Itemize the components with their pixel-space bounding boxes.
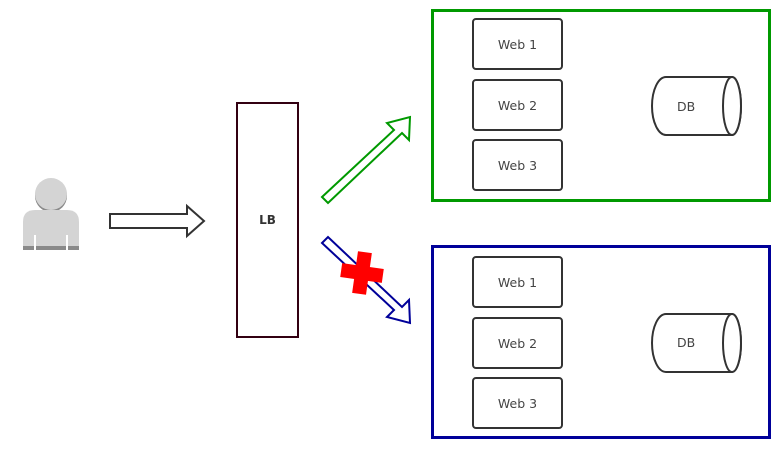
blue-database-label: DB — [677, 335, 696, 350]
blocked-cross-icon — [340, 251, 384, 295]
server-label: Web 3 — [497, 157, 538, 173]
arrow-user-to-lb — [109, 203, 206, 239]
blue-web-server-2: Web 2 — [472, 317, 563, 369]
green-web-server-1: Web 1 — [472, 18, 563, 70]
server-label: Web 2 — [497, 335, 538, 351]
blue-web-server-3: Web 3 — [472, 377, 563, 429]
load-balancer-label: LB — [259, 213, 276, 227]
blue-web-server-1: Web 1 — [472, 256, 563, 308]
green-environment — [431, 9, 771, 202]
server-label: Web 2 — [497, 97, 538, 113]
green-web-server-2: Web 2 — [472, 79, 563, 131]
server-label: Web 1 — [497, 274, 538, 290]
arrow-lb-to-green — [320, 115, 412, 205]
user-icon — [23, 178, 79, 250]
load-balancer: LB — [236, 102, 299, 338]
green-web-server-3: Web 3 — [472, 139, 563, 191]
blue-environment — [431, 245, 771, 439]
server-label: Web 1 — [497, 36, 538, 52]
blue-database-icon — [651, 313, 742, 373]
green-database-label: DB — [677, 99, 696, 114]
green-database-icon — [651, 76, 742, 136]
server-label: Web 3 — [497, 395, 538, 411]
